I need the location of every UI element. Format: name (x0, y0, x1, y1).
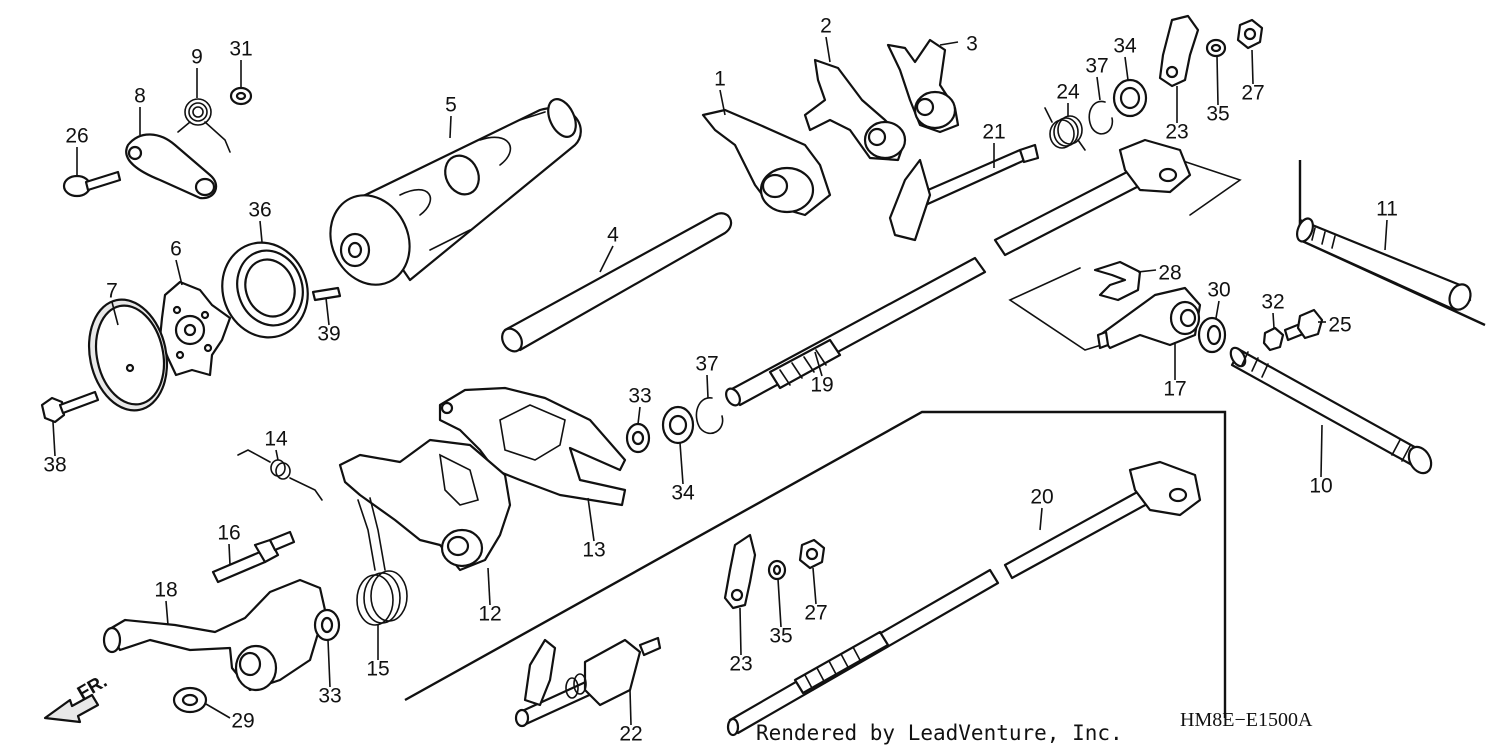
callout-6: 6 (170, 238, 182, 261)
callout-27: 27 (1241, 82, 1264, 105)
shaft-19 (725, 138, 1192, 407)
callout-8: 8 (134, 85, 146, 108)
bolt-25 (1283, 308, 1324, 342)
callout-26: 26 (65, 125, 88, 148)
callout-17: 17 (1163, 378, 1186, 401)
callout-31: 31 (229, 38, 252, 61)
spring-24 (1044, 107, 1086, 151)
leader-lines (52, 36, 1388, 726)
callout-9: 9 (191, 46, 203, 69)
circlip-37-top (1088, 100, 1114, 135)
callout-22: 22 (619, 723, 642, 746)
callout-4: 4 (607, 224, 619, 247)
callout-23: 23 (729, 653, 752, 676)
clip-28 (1093, 260, 1142, 302)
callout-25: 25 (1328, 314, 1351, 337)
spring-14 (237, 449, 323, 501)
callout-33: 33 (628, 385, 651, 408)
callout-37: 37 (1085, 55, 1108, 78)
shaft-4 (501, 212, 733, 353)
pin-39 (311, 286, 342, 302)
callout-28: 28 (1158, 262, 1181, 285)
stud-16 (211, 530, 296, 584)
washer-35-lower (767, 559, 787, 581)
callout-15: 15 (366, 658, 389, 681)
callout-10: 10 (1309, 475, 1332, 498)
nut-32 (1262, 326, 1285, 352)
credit-text: Rendered by LeadVenture, Inc. (756, 721, 1123, 745)
callout-3: 3 (966, 33, 978, 56)
bolt-26 (62, 170, 122, 198)
callout-24: 24 (1056, 81, 1080, 104)
callout-11: 11 (1376, 198, 1398, 221)
bearing-36 (221, 241, 309, 339)
arm-23-lower (723, 533, 757, 610)
callout-5: 5 (445, 94, 457, 117)
callout-20: 20 (1030, 486, 1053, 509)
nut-27-top (1236, 18, 1264, 50)
front-direction-arrow: FR. (43, 671, 111, 724)
front-label: FR. (74, 671, 111, 704)
shaft-20 (726, 460, 1202, 737)
callout-2: 2 (820, 15, 832, 38)
fork-2 (803, 58, 907, 162)
callout-1: 1 (714, 68, 726, 91)
callout-37: 37 (695, 353, 718, 376)
washer-35-top (1205, 38, 1227, 58)
callout-30: 30 (1207, 279, 1230, 302)
bolt-38 (40, 390, 100, 424)
callout-19: 19 (810, 374, 833, 397)
guide-plate-13 (438, 386, 627, 507)
arm-8 (125, 133, 218, 200)
circlip-37-mid (695, 397, 724, 434)
shaft-11 (1296, 217, 1472, 312)
callout-12: 12 (478, 603, 501, 626)
callout-23: 23 (1165, 121, 1188, 144)
shaft-21 (888, 143, 1040, 242)
fork-3 (886, 38, 960, 134)
washer-34-mid (661, 405, 695, 445)
arm-23-top (1158, 14, 1200, 88)
ratchet-plate-12 (338, 438, 512, 572)
washer-33-lower (313, 608, 341, 642)
callout-14: 14 (264, 428, 288, 451)
spring-9 (177, 98, 231, 153)
nut-27-lower (798, 538, 826, 570)
callout-13: 13 (582, 539, 605, 562)
washer-34-top (1112, 78, 1148, 118)
callout-18: 18 (154, 579, 177, 602)
shift-arm-18 (102, 578, 327, 692)
shift-shaft-22 (514, 636, 662, 728)
fork-1 (701, 108, 832, 217)
callout-27: 27 (804, 602, 827, 625)
callout-34: 34 (671, 482, 695, 505)
callout-39: 39 (317, 323, 340, 346)
callout-34: 34 (1113, 35, 1137, 58)
callout-32: 32 (1261, 291, 1284, 314)
washer-33-mid (625, 422, 651, 454)
washer-30 (1197, 316, 1227, 354)
callout-33: 33 (318, 685, 341, 708)
callout-38: 38 (43, 454, 66, 477)
callout-numbers: 1234567891011121314151617181920212223232… (43, 15, 1398, 746)
callout-36: 36 (248, 199, 271, 222)
arm-17 (1096, 286, 1202, 350)
star-plate-6 (158, 280, 232, 377)
washer-31 (229, 86, 253, 106)
spring-15 (356, 497, 408, 626)
plate-7 (87, 298, 169, 412)
shaft-10 (1229, 346, 1433, 475)
callout-29: 29 (231, 710, 254, 733)
shift-drum-5 (329, 98, 582, 286)
diagram-code: HM8E−E1500A (1180, 709, 1313, 731)
callout-35: 35 (769, 625, 792, 648)
callout-21: 21 (982, 121, 1005, 144)
callout-7: 7 (106, 280, 118, 303)
callout-35: 35 (1206, 103, 1229, 126)
washer-29 (172, 686, 208, 714)
callout-16: 16 (217, 522, 240, 545)
